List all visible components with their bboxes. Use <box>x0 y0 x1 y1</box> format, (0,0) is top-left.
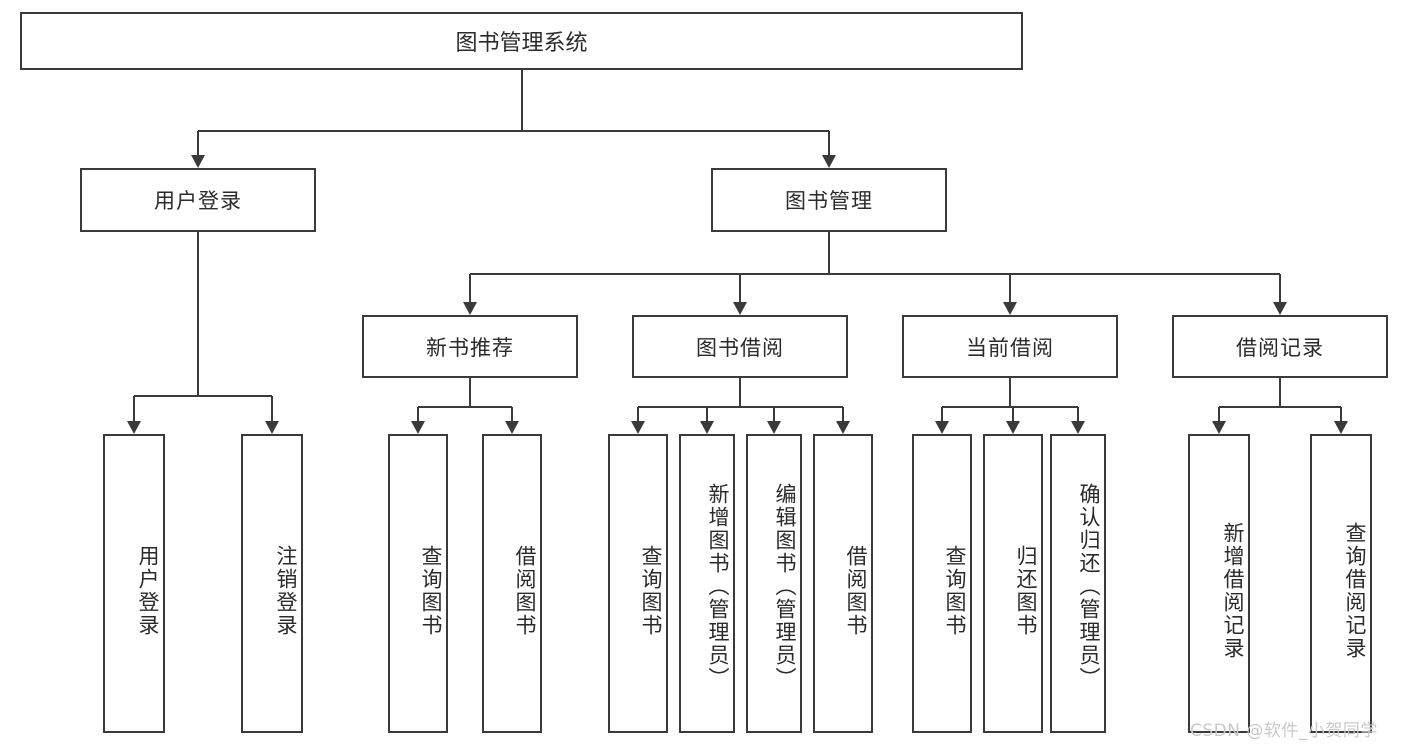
arrow-head-icon <box>265 421 279 434</box>
connector-line <box>520 70 523 131</box>
node-label: 确认归还（管理员） <box>1077 483 1101 690</box>
arrow-head-icon <box>1003 302 1017 315</box>
connector-line <box>1009 378 1011 407</box>
arrow-head-icon <box>700 421 714 434</box>
node-label: 图书借阅 <box>696 335 784 360</box>
node-label: 用户登录 <box>136 544 160 637</box>
leaf-query-book-recommend[interactable]: 查询图书 <box>388 434 448 733</box>
leaf-borrow-book[interactable]: 借阅图书 <box>813 434 873 733</box>
connector-line <box>739 274 741 303</box>
connector-line <box>1218 407 1220 422</box>
node-book-borrow[interactable]: 图书借阅 <box>632 315 848 378</box>
leaf-user-login[interactable]: 用户登录 <box>103 434 165 733</box>
leaf-query-borrow-record[interactable]: 查询借阅记录 <box>1310 434 1372 733</box>
arrow-head-icon <box>463 302 477 315</box>
connector-line <box>1219 406 1341 408</box>
node-label: 用户登录 <box>154 189 242 213</box>
leaf-add-borrow-record[interactable]: 新增借阅记录 <box>1188 434 1250 733</box>
node-user-login[interactable]: 用户登录 <box>80 168 316 232</box>
node-label: 查询图书 <box>943 544 967 637</box>
connector-line <box>134 395 272 397</box>
node-label: 借阅记录 <box>1236 335 1324 360</box>
node-label: 注销登录 <box>274 544 298 637</box>
connector-line <box>828 232 830 274</box>
arrow-head-icon <box>836 421 850 434</box>
connector-line <box>470 273 1280 275</box>
connector-line <box>133 396 135 422</box>
arrow-head-icon <box>505 421 519 434</box>
node-label: 借阅图书 <box>844 544 868 637</box>
node-borrow-record[interactable]: 借阅记录 <box>1172 315 1388 378</box>
connector-line <box>198 130 829 132</box>
node-label: 新书推荐 <box>426 335 514 360</box>
arrow-head-icon <box>767 421 781 434</box>
connector-line <box>828 131 830 156</box>
connector-line <box>637 407 639 422</box>
arrow-head-icon <box>191 155 205 168</box>
node-label: 借阅图书 <box>513 544 537 637</box>
node-label: 查询借阅记录 <box>1343 521 1367 660</box>
leaf-edit-book-admin[interactable]: 编辑图书（管理员） <box>746 434 802 733</box>
connector-line <box>1279 274 1281 303</box>
arrow-head-icon <box>822 155 836 168</box>
connector-line <box>511 407 513 422</box>
arrow-head-icon <box>1006 421 1020 434</box>
connector-line <box>1012 407 1014 422</box>
connector-line <box>638 406 843 408</box>
leaf-logout[interactable]: 注销登录 <box>241 434 303 733</box>
connector-line <box>941 407 943 422</box>
connector-line <box>1009 274 1011 303</box>
connector-line <box>842 407 844 422</box>
arrow-head-icon <box>1212 421 1226 434</box>
node-label: 归还图书 <box>1014 544 1038 637</box>
arrow-head-icon <box>411 421 425 434</box>
arrow-head-icon <box>733 302 747 315</box>
connector-line <box>739 378 741 407</box>
node-label: 新增图书（管理员） <box>706 483 730 690</box>
arrow-head-icon <box>935 421 949 434</box>
node-label: 新增借阅记录 <box>1221 521 1245 660</box>
connector-line <box>197 232 199 396</box>
connector-line <box>942 406 1078 408</box>
node-book-management[interactable]: 图书管理 <box>711 168 947 232</box>
connector-line <box>469 274 471 303</box>
arrow-head-icon <box>631 421 645 434</box>
leaf-borrow-book-recommend[interactable]: 借阅图书 <box>482 434 542 733</box>
node-new-book-recommend[interactable]: 新书推荐 <box>362 315 578 378</box>
node-label: 图书管理 <box>785 189 873 213</box>
connector-line <box>1340 407 1342 422</box>
node-current-borrow[interactable]: 当前借阅 <box>902 315 1118 378</box>
node-label: 查询图书 <box>639 544 663 637</box>
node-label: 图书管理系统 <box>455 31 588 56</box>
leaf-return-book[interactable]: 归还图书 <box>983 434 1043 733</box>
leaf-confirm-return-admin[interactable]: 确认归还（管理员） <box>1050 434 1106 733</box>
leaf-query-book-borrow[interactable]: 查询图书 <box>608 434 668 733</box>
node-label: 查询图书 <box>419 544 443 637</box>
connector-line <box>773 407 775 422</box>
connector-line <box>1279 378 1281 407</box>
connector-line <box>706 407 708 422</box>
connector-line <box>1077 407 1079 422</box>
arrow-head-icon <box>1071 421 1085 434</box>
node-root-system[interactable]: 图书管理系统 <box>20 12 1023 70</box>
node-label: 当前借阅 <box>966 335 1054 360</box>
arrow-head-icon <box>1273 302 1287 315</box>
leaf-query-book-current[interactable]: 查询图书 <box>912 434 972 733</box>
watermark-text: CSDN @软件_小贺同学 <box>1190 721 1378 741</box>
connector-line <box>418 406 512 408</box>
connector-line <box>469 378 471 407</box>
arrow-head-icon <box>1334 421 1348 434</box>
arrow-head-icon <box>127 421 141 434</box>
connector-line <box>417 407 419 422</box>
leaf-add-book-admin[interactable]: 新增图书（管理员） <box>679 434 735 733</box>
node-label: 编辑图书（管理员） <box>773 483 797 690</box>
connector-line <box>271 396 273 422</box>
connector-line <box>197 131 199 156</box>
